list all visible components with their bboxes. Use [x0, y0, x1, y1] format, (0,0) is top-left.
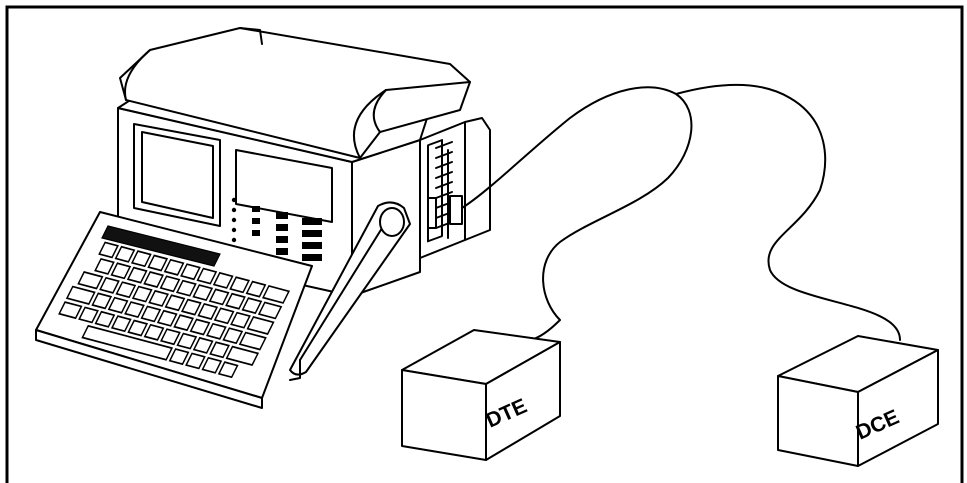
handle-pivot	[379, 207, 405, 237]
carrying-handle	[289, 201, 411, 381]
handle-foot	[289, 359, 301, 381]
dte-box-left	[401, 369, 487, 461]
keyboard-keys	[58, 241, 291, 379]
dce-box-left	[777, 375, 859, 467]
handle-arm-inner	[299, 211, 393, 361]
printer-cover-edge-left	[124, 49, 151, 101]
interface-cable	[461, 83, 901, 341]
connector-panel-edge	[464, 117, 491, 241]
keyboard	[35, 211, 313, 409]
cable-plug	[449, 195, 463, 225]
frame-border	[5, 5, 964, 483]
protocol-analyzer-terminal	[35, 27, 491, 409]
handle-arm	[289, 201, 411, 376]
dce-box: DCE	[777, 335, 939, 467]
status-display	[235, 149, 333, 223]
printer-cover	[119, 27, 471, 159]
side-button	[427, 197, 437, 229]
keyboard-function-row	[101, 225, 221, 267]
dte-box-right	[485, 341, 561, 461]
dce-box-right	[857, 349, 939, 467]
function-keypad	[231, 197, 322, 261]
printer-cover-tab	[239, 27, 263, 45]
keyboard-base-front	[35, 329, 263, 409]
printer-cover-curl-inner	[352, 89, 387, 159]
dte-box: DTE	[401, 329, 561, 461]
crt-screen	[141, 131, 214, 219]
